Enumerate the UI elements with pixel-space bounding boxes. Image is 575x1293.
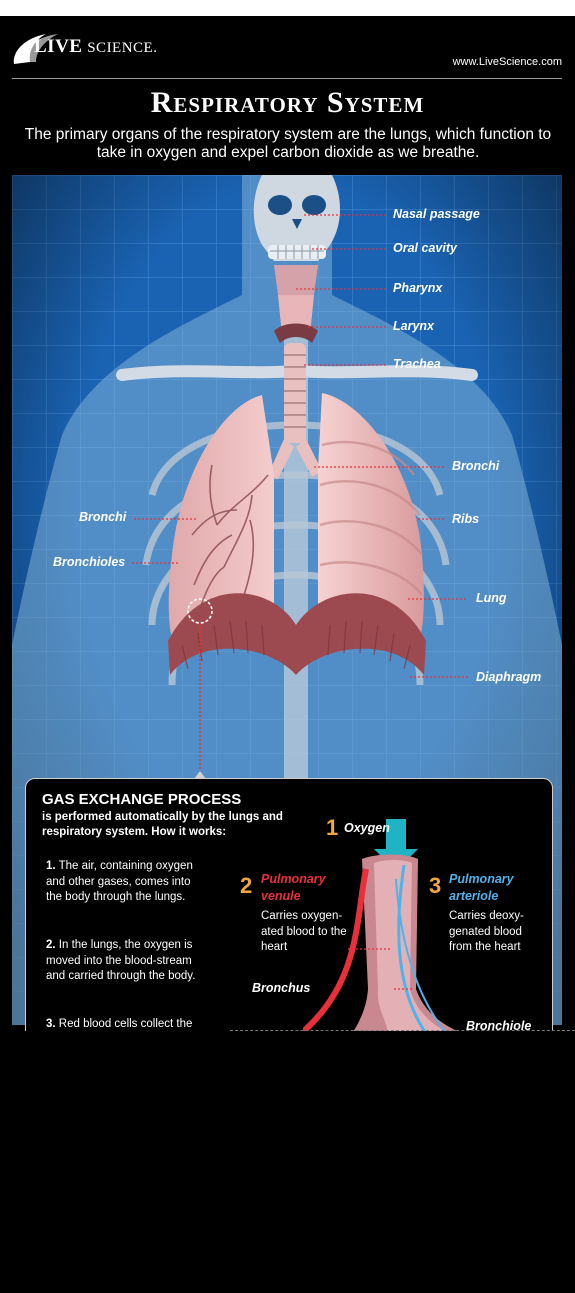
lung-left [168, 395, 274, 655]
bronchus-illustration [293, 819, 496, 1069]
label-bronchiole: Bronchiole [466, 1019, 532, 1033]
logo-live: LIVE [34, 36, 83, 57]
label-ribs: Ribs [452, 512, 480, 526]
step-2-number: 2. [46, 939, 56, 951]
label-bronchioles: Bronchioles [53, 555, 126, 569]
gas-exchange-subtitle: is performed automatically by the lungs … [42, 811, 283, 838]
arteriole-description: Carries deoxy-genated blood from the hea… [449, 910, 524, 953]
label-pulmonary-arteriole: Pulmonary arteriole [449, 872, 514, 903]
step-1-number: 1. [46, 860, 56, 872]
header-divider [12, 78, 562, 79]
label-oxygen: Oxygen [344, 821, 390, 835]
label-lung: Lung [476, 591, 507, 605]
top-white-strip [0, 0, 575, 16]
gas-exchange-title: GAS EXCHANGE PROCESS [42, 791, 242, 808]
skull-icon [253, 175, 340, 261]
label-pharynx: Pharynx [393, 281, 443, 295]
site-url[interactable]: www.LiveScience.com [452, 56, 562, 68]
cutoff-edge [230, 1030, 575, 1033]
venule-description: Carries oxygen-ated blood to the heart [261, 910, 347, 953]
logo-science: SCIENCE. [87, 40, 158, 56]
step-3-number: 3. [46, 1018, 56, 1030]
gas-exchange-panel: GAS EXCHANGE PROCESS is performed automa… [25, 778, 553, 1070]
logo-swoosh-icon [13, 34, 58, 64]
number-2: 2 [240, 873, 253, 898]
label-pulmonary-venule: Pulmonary venule [261, 872, 326, 903]
step-1: 1. The air, containing oxygen and other … [46, 859, 206, 906]
blank-bottom-area [0, 1031, 575, 1293]
label-bronchus: Bronchus [252, 981, 311, 995]
label-larynx: Larynx [393, 319, 434, 333]
label-bronchi-right: Bronchi [452, 459, 500, 473]
step-2: 2. In the lungs, the oxygen is moved int… [46, 938, 206, 985]
label-nasal-passage: Nasal passage [393, 207, 480, 221]
step-1-text: The air, containing oxygen and other gas… [46, 860, 193, 903]
label-oral-cavity: Oral cavity [393, 241, 457, 255]
diaphragm-shape [168, 593, 426, 675]
label-diaphragm: Diaphragm [476, 670, 542, 684]
intro-text: The primary organs of the respiratory sy… [24, 126, 552, 161]
page-title: Respiratory System [150, 86, 425, 119]
number-1: 1 [326, 815, 339, 840]
step-2-text: In the lungs, the oxygen is moved into t… [46, 939, 196, 982]
number-3: 3 [429, 873, 442, 898]
label-bronchi-left: Bronchi [79, 510, 127, 524]
label-trachea: Trachea [393, 357, 441, 371]
